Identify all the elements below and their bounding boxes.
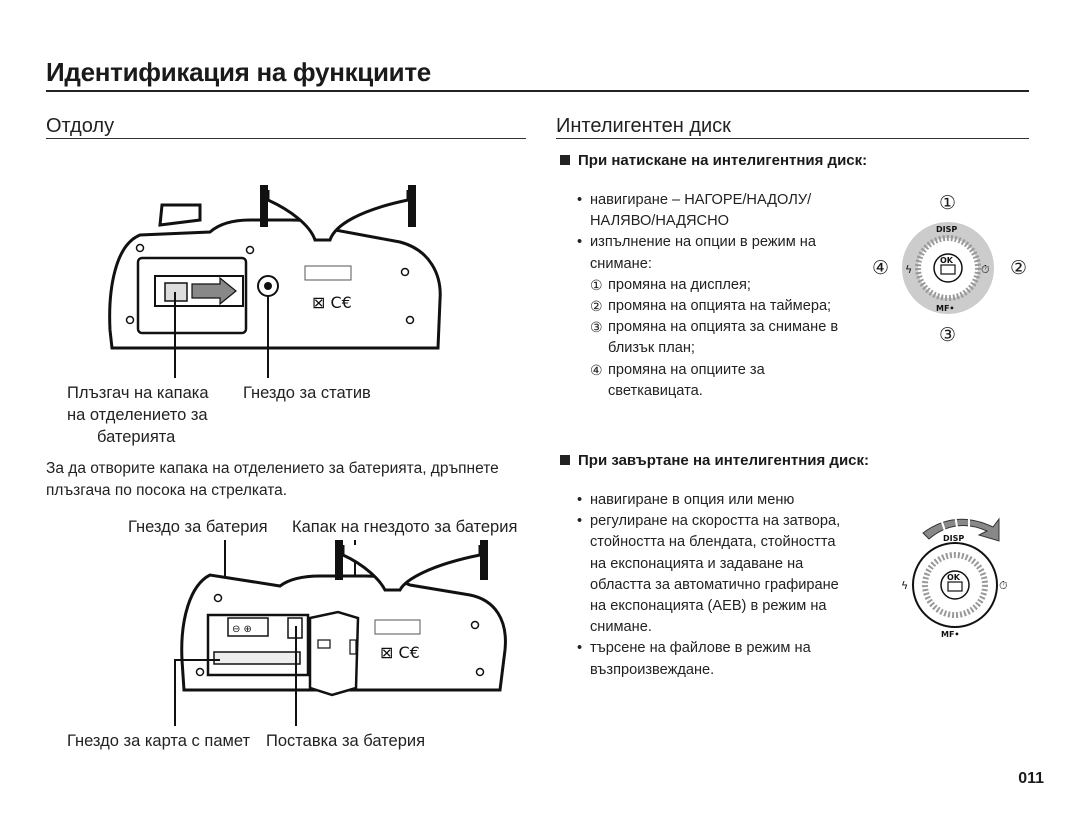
svg-text:⊠ C€: ⊠ C€ xyxy=(380,643,420,662)
battery-holder-label: Поставка за батерия xyxy=(266,732,426,750)
list-item: близък план; xyxy=(608,340,695,357)
list-item: на експонацията и задаване на xyxy=(590,555,804,572)
smart-dial-heading: Интелигентен диск xyxy=(556,115,731,137)
instruction-line-1: За да отворите капака на отделението за … xyxy=(46,460,499,477)
callout-2: ② xyxy=(1010,258,1028,279)
battery-cover-slider-label-3: батерията xyxy=(97,428,176,446)
list-item: светкавицата. xyxy=(608,382,703,399)
list-item: снимане. xyxy=(590,619,652,636)
instruction-line-2: плъзгача по посока на стрелката. xyxy=(46,482,288,499)
title-rule xyxy=(46,90,1029,92)
svg-text:MF•: MF• xyxy=(941,630,960,639)
press-subheading: При натискане на интелигентния диск: xyxy=(560,152,867,169)
svg-text:MF•: MF• xyxy=(936,304,955,313)
smart-dial-rotate-illustration: OK DISP MF• ϟ ⏱ xyxy=(901,514,1008,639)
rotate-subheading: При завъртане на интелигентния диск: xyxy=(560,452,869,469)
callout-3: ③ xyxy=(939,325,957,346)
svg-text:OK: OK xyxy=(947,573,961,582)
press-list: •навигиране – НАГОРЕ/НАДОЛУ/ НАЛЯВО/НАДЯ… xyxy=(576,190,866,402)
svg-text:DISP: DISP xyxy=(943,534,964,543)
list-item: НАЛЯВО/НАДЯСНО xyxy=(590,213,729,230)
bottom-view-rule xyxy=(46,138,526,139)
list-item: •изпълнение на опции в режим на xyxy=(577,234,816,251)
list-item: •търсене на файлове в режим на xyxy=(577,640,811,657)
rotate-list: •навигиране в опция или меню •регулиране… xyxy=(576,490,876,681)
svg-text:OK: OK xyxy=(940,256,954,265)
battery-cover-slider-label-1: Плъзгач на капака xyxy=(67,384,209,402)
list-item: •навигиране – НАГОРЕ/НАДОЛУ/ xyxy=(577,192,812,208)
camera-open-illustration: ⊖ ⊕ ⊠ C€ xyxy=(174,540,507,726)
list-item: областта за автоматично графиране xyxy=(590,576,839,593)
list-item: •навигиране в опция или меню xyxy=(577,492,795,508)
svg-text:⊖ ⊕: ⊖ ⊕ xyxy=(232,624,252,635)
svg-text:⏱: ⏱ xyxy=(981,263,990,276)
list-item: стойността на блендата, стойността xyxy=(590,534,836,551)
smart-dial-press-illustration: OK DISP MF• ϟ ⏱ xyxy=(902,222,994,314)
list-item: снимане: xyxy=(590,255,652,272)
bottom-view-heading: Отдолу xyxy=(46,115,115,137)
callout-1: ① xyxy=(939,193,957,214)
svg-text:⊠ C€: ⊠ C€ xyxy=(312,293,352,312)
svg-text:ϟ: ϟ xyxy=(905,263,912,276)
list-item: на експонацията (AEB) в режим на xyxy=(590,598,827,615)
battery-cover-slider-label-2: на отделението за xyxy=(67,406,208,424)
list-item: възпроизвеждане. xyxy=(590,661,715,678)
svg-text:⏱: ⏱ xyxy=(999,579,1008,592)
battery-slot-label: Гнездо за батерия xyxy=(128,518,268,536)
tripod-socket-label: Гнездо за статив xyxy=(243,384,371,402)
camera-bottom-illustration: ⊠ C€ xyxy=(108,185,442,378)
page-number: 011 xyxy=(1018,770,1044,787)
callout-4: ④ xyxy=(872,258,890,279)
svg-text:ϟ: ϟ xyxy=(901,579,908,592)
smart-dial-rule xyxy=(556,138,1029,139)
battery-cover-label: Капак на гнездото за батерия xyxy=(292,518,518,536)
svg-text:DISP: DISP xyxy=(936,225,957,234)
list-item: •регулиране на скоростта на затвора, xyxy=(577,513,841,530)
memory-card-slot-label: Гнездо за карта с памет xyxy=(67,732,251,750)
page-title: Идентификация на функциите xyxy=(46,57,431,87)
